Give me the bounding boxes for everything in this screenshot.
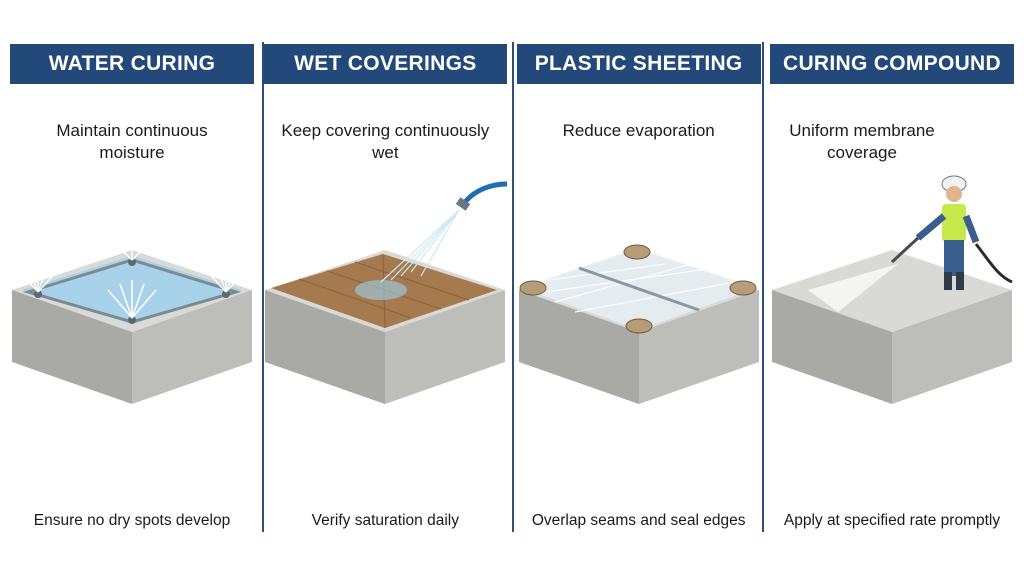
panel-water-curing: WATER CURING Maintain continuous moistur… <box>8 0 256 572</box>
curing-compound-illustration <box>771 175 1013 404</box>
sandbag-icon <box>729 280 757 296</box>
panel-top-caption: Reduce evaporation <box>562 121 715 140</box>
panel-bottom-caption: Ensure no dry spots develop <box>33 512 231 529</box>
sandbag-icon <box>519 280 547 296</box>
spray-wand-icon <box>890 236 1013 284</box>
panel-title: WATER CURING <box>10 44 254 84</box>
plastic-sheeting-illustration <box>518 244 759 404</box>
hose-icon <box>380 181 508 283</box>
sandbag-icon <box>623 244 651 260</box>
panel-divider <box>262 42 264 532</box>
sprinkler-icon <box>107 280 157 324</box>
water-curing-illustration <box>12 234 252 404</box>
panel-title: WET COVERINGS <box>263 44 508 84</box>
sprinkler-icon <box>111 234 153 266</box>
panel-divider <box>512 42 514 532</box>
sprinkler-icon <box>203 258 249 298</box>
panel-curing-compound: CURING COMPOUND Uniform membrane coverag… <box>768 0 1016 572</box>
panel-title: PLASTIC SHEETING <box>516 44 761 84</box>
sandbag-icon <box>625 318 653 334</box>
panel-bottom-caption: Overlap seams and seal edges <box>531 512 746 529</box>
sprinkler-icon <box>15 258 61 298</box>
worker-icon <box>915 175 980 290</box>
panel-title: CURING COMPOUND <box>769 44 1014 84</box>
panel-top-caption: Uniform membrane coverage <box>789 121 935 162</box>
panel-wet-coverings: WET COVERINGS Keep covering continuously… <box>261 0 509 572</box>
panel-divider <box>762 42 764 532</box>
panel-top-caption: Maintain continuous moisture <box>56 121 208 162</box>
panel-plastic-sheeting: PLASTIC SHEETING Reduce evaporation Over… <box>515 0 763 572</box>
panel-top-caption: Keep covering continuously wet <box>281 121 490 162</box>
panel-bottom-caption: Verify saturation daily <box>311 512 459 529</box>
panel-bottom-caption: Apply at specified rate promptly <box>783 512 1001 529</box>
wet-coverings-illustration <box>265 181 508 404</box>
